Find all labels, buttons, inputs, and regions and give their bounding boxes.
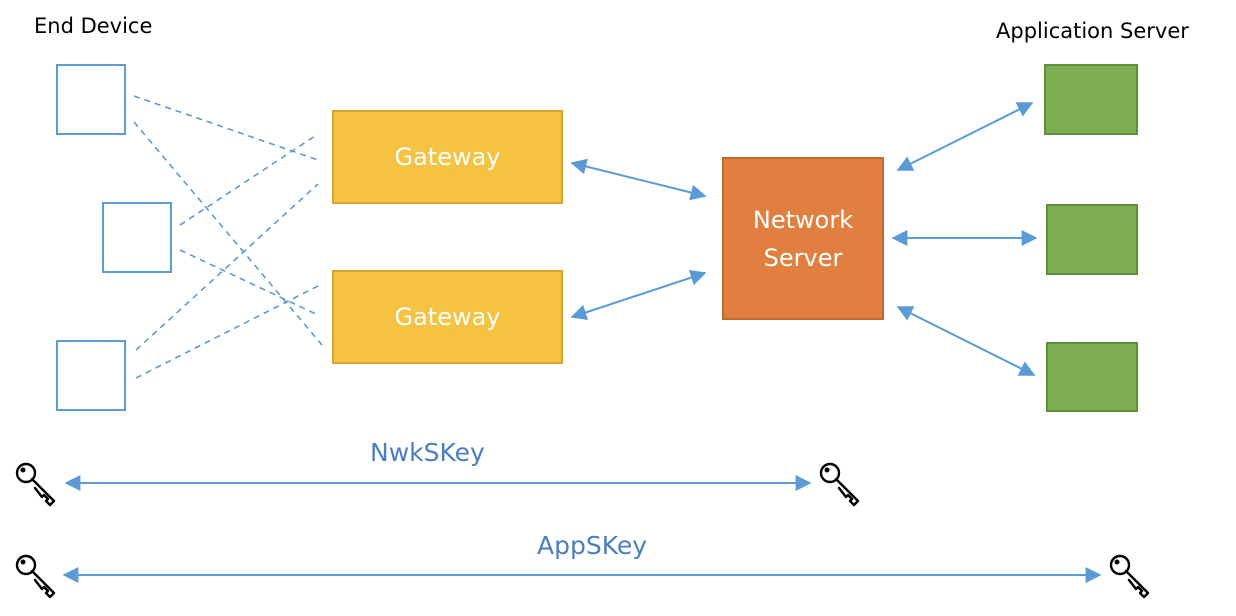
end-device-node [56,64,126,135]
app-link [896,306,1036,376]
nwkskey-label: NwkSKey [370,438,485,467]
radio-link [179,249,319,316]
network-server-node: Network Server [722,157,884,320]
key-icon [15,554,56,599]
backhaul-link [570,158,707,201]
appskey-label: AppSKey [537,531,648,560]
application-server-heading: Application Server [996,19,1189,43]
gateway-node: Gateway [332,110,563,204]
gateway-label: Gateway [394,143,501,171]
end-device-heading: End Device [34,14,153,38]
gateway-node: Gateway [332,270,563,364]
network-server-label-line2: Server [763,243,843,272]
application-server-node [1046,342,1138,412]
end-device-node [102,202,172,273]
key-icon [15,462,56,507]
application-server-node [1046,204,1138,275]
radio-link [135,183,319,351]
key-icon [819,462,860,507]
application-server-node [1044,64,1138,135]
gateway-label: Gateway [394,303,501,331]
end-device-node [56,340,126,411]
radio-link [135,285,319,379]
app-link [896,102,1034,171]
backhaul-link [570,269,707,321]
radio-link [133,121,323,346]
radio-link [133,95,319,161]
radio-link [179,133,319,226]
key-icon [1109,554,1150,599]
network-server-label-line1: Network [752,205,854,234]
